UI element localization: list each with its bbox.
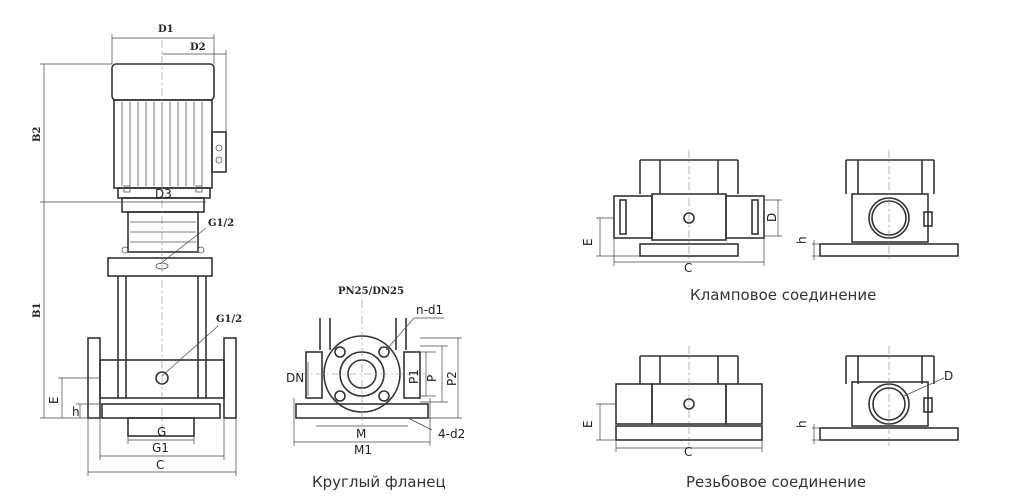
- thread-label-h: h: [795, 420, 809, 428]
- label-d2: D2: [190, 42, 206, 53]
- clamp-front-view: [613, 150, 765, 262]
- label-b1: B1: [32, 303, 43, 318]
- label-h: h: [72, 405, 80, 419]
- label-g12-top: G1/2: [208, 218, 234, 229]
- label-nd1: n-d1: [416, 303, 443, 317]
- label-p1: P1: [407, 369, 421, 384]
- thread-front-view: [615, 346, 763, 446]
- thread-label-e: E: [581, 420, 595, 428]
- clamp-label-c: C: [684, 261, 692, 275]
- label-p: P: [425, 375, 439, 382]
- label-p2: P2: [445, 371, 459, 386]
- thread-caption: Резьбовое соединение: [686, 473, 866, 491]
- label-c: C: [156, 458, 164, 472]
- clamp-caption: Клампoвое соединение: [690, 286, 876, 304]
- label-e: E: [47, 396, 61, 404]
- label-dn: DN: [286, 371, 304, 385]
- clamp-label-d: D: [765, 213, 779, 222]
- front-view-dimensions: [40, 34, 237, 476]
- thread-label-c: C: [684, 445, 692, 459]
- clamp-dimensions: [596, 199, 820, 266]
- thread-dimensions: [596, 377, 945, 452]
- label-g: G: [157, 425, 166, 439]
- clamp-label-h: h: [795, 236, 809, 244]
- clamp-side-view: [819, 150, 959, 262]
- label-4d2: 4-d2: [438, 427, 465, 441]
- round-flange-view: [295, 300, 430, 430]
- label-g1: G1: [152, 441, 169, 455]
- label-d3: D3: [155, 187, 172, 201]
- flange-dimensions: [293, 317, 462, 446]
- flange-caption: Круглый фланец: [312, 473, 446, 491]
- label-m: M: [356, 427, 366, 441]
- thread-label-d: D: [944, 369, 953, 383]
- label-m1: M1: [354, 443, 372, 457]
- clamp-label-e: E: [581, 238, 595, 246]
- label-d1: D1: [158, 24, 174, 35]
- label-b2: B2: [32, 127, 43, 142]
- label-g12-mid: G1/2: [216, 314, 242, 325]
- pump-front-view: [87, 40, 237, 440]
- flange-title: PN25/DN25: [338, 286, 404, 297]
- thread-side-view: [819, 346, 959, 446]
